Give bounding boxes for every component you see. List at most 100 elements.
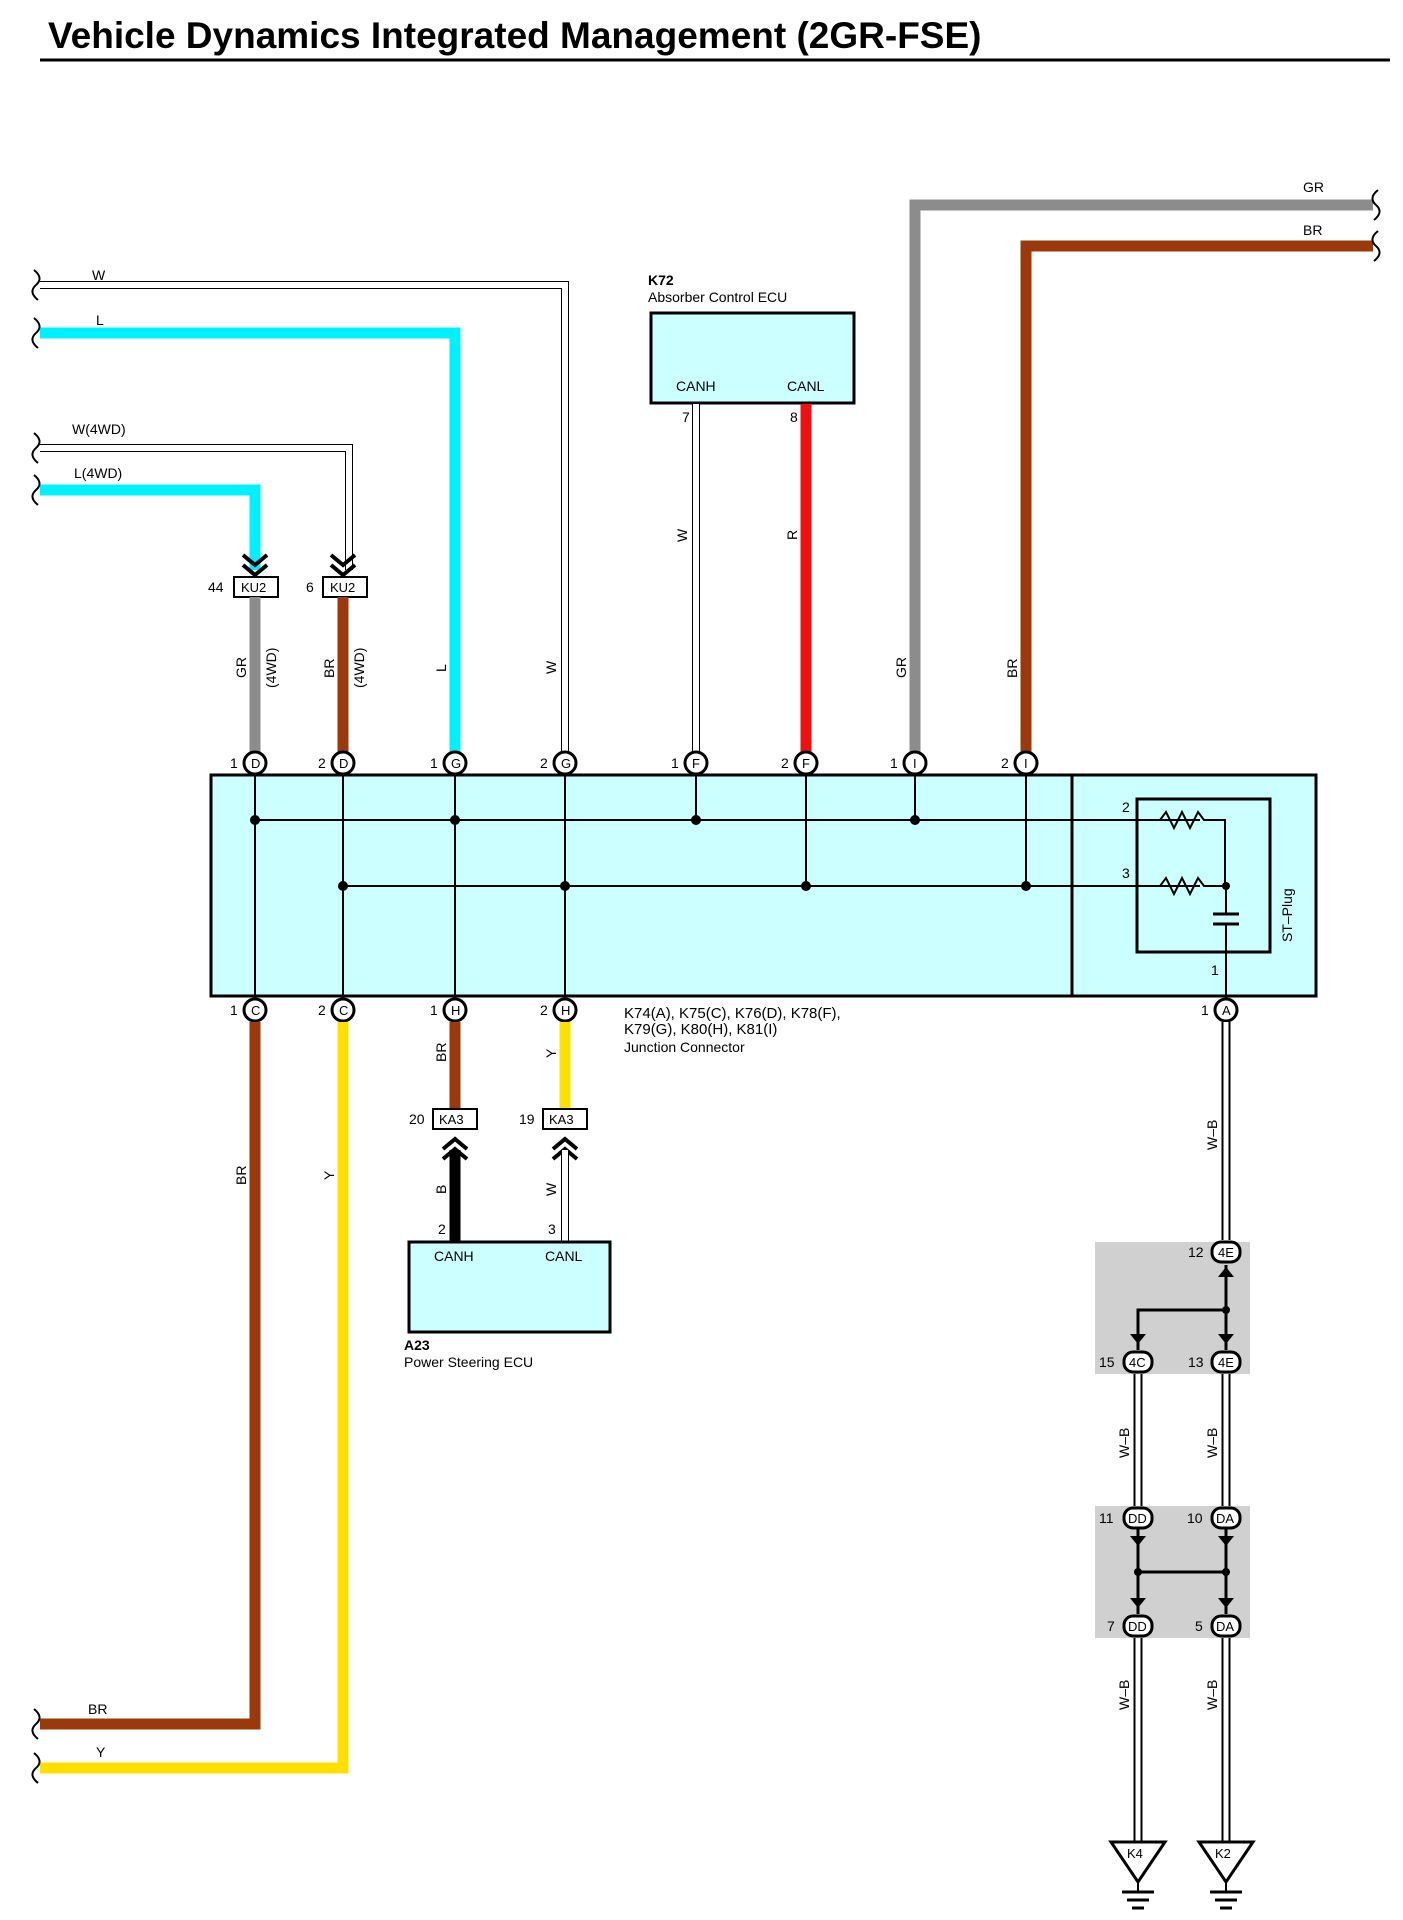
connector-da-5: DA 5	[1195, 1614, 1242, 1638]
wire-label-w: W	[543, 1182, 559, 1196]
svg-text:G: G	[561, 756, 571, 771]
a23-pin2: 2	[438, 1221, 446, 1237]
wire-label-wb: W–B	[1204, 1680, 1220, 1710]
wire-label-4wd: (4WD)	[263, 648, 279, 688]
wire-label-br: BR	[233, 1166, 249, 1185]
input-label-gr: GR	[1303, 179, 1324, 195]
wire-l4wd-input	[40, 484, 261, 570]
a23-ecu-box	[407, 1240, 612, 1334]
svg-text:KU2: KU2	[241, 580, 266, 595]
input-label-br: BR	[1303, 222, 1322, 238]
svg-text:KU2: KU2	[330, 580, 355, 595]
wire-label-w: W	[674, 528, 690, 542]
wire-label-b: B	[433, 1185, 449, 1194]
wire-label-br: BR	[1004, 659, 1020, 678]
bottom-pin-connectors: C1 C2 H1 H2 A1	[230, 997, 1239, 1023]
break-mark	[31, 1752, 41, 1784]
svg-text:DD: DD	[1128, 1619, 1147, 1634]
svg-text:K4: K4	[1127, 1846, 1143, 1861]
svg-text:44: 44	[208, 579, 224, 595]
svg-text:1: 1	[890, 755, 898, 771]
break-mark	[1371, 230, 1381, 262]
junction-dots	[250, 815, 1031, 891]
svg-text:I: I	[1024, 756, 1028, 771]
svg-text:1: 1	[671, 755, 679, 771]
svg-text:1: 1	[230, 755, 238, 771]
svg-text:A: A	[1222, 1003, 1231, 1018]
k72-pin8: 8	[790, 409, 798, 425]
input-label-l: L	[96, 312, 104, 328]
page-title: Vehicle Dynamics Integrated Management (…	[48, 15, 981, 56]
wire-gr-top	[909, 199, 1373, 762]
connector-ka3-19: KA3 19	[519, 1108, 588, 1161]
ground-k4: K4	[1108, 1840, 1168, 1910]
svg-text:DD: DD	[1128, 1511, 1147, 1526]
connector-4e-12: 4E 12	[1188, 1240, 1242, 1264]
wire-label-y: Y	[543, 1048, 559, 1058]
break-mark	[31, 317, 41, 349]
svg-text:2: 2	[318, 755, 326, 771]
wire-w-input	[31, 269, 569, 762]
k72-canl: CANL	[787, 378, 825, 394]
svg-text:I: I	[913, 756, 917, 771]
input-label-l4wd: L(4WD)	[74, 465, 122, 481]
splice-4e-internal	[1130, 1265, 1234, 1350]
junction-caption-name: Junction Connector	[624, 1039, 745, 1055]
svg-text:G: G	[451, 756, 461, 771]
wire-label-w: W	[543, 660, 559, 674]
junction-caption-line1: K74(A), K75(C), K76(D), K78(F),	[624, 1005, 841, 1022]
svg-text:2: 2	[540, 1002, 548, 1018]
wire-l-input	[40, 327, 461, 762]
svg-text:15: 15	[1099, 1354, 1115, 1370]
svg-text:KA3: KA3	[549, 1112, 574, 1127]
connector-4c-15: 4C 15	[1099, 1350, 1154, 1374]
connector-ku2-6: KU2 6	[306, 553, 368, 598]
input-label-w: W	[92, 267, 106, 283]
input-label-br-bottom: BR	[88, 1701, 107, 1717]
wire-label-gr: GR	[233, 657, 249, 678]
wire-label-wb: W–B	[1116, 1680, 1132, 1710]
k72-name: Absorber Control ECU	[648, 289, 787, 305]
a23-canl: CANL	[545, 1248, 583, 1264]
svg-text:1: 1	[1201, 1002, 1209, 1018]
svg-text:10: 10	[1187, 1510, 1203, 1526]
svg-text:C: C	[339, 1003, 348, 1018]
st-plug: 2 3 1 ST–Plug	[1122, 797, 1295, 1010]
wire-label-wb: W–B	[1204, 1428, 1220, 1458]
connector-ku2-44: KU2 44	[208, 553, 279, 598]
top-pin-connectors: D1 D2 G1 G2 F1 F2 I1 I2	[230, 750, 1039, 776]
wire-label-wb: W–B	[1116, 1428, 1132, 1458]
svg-text:3: 3	[1122, 865, 1130, 881]
svg-text:2: 2	[1001, 755, 1009, 771]
junction-caption-line2: K79(G), K80(H), K81(I)	[624, 1021, 777, 1038]
connector-dd-7: DD 7	[1107, 1614, 1154, 1638]
k72-id: K72	[648, 272, 674, 288]
input-label-w4wd: W(4WD)	[72, 421, 126, 437]
wire-label-br: BR	[321, 659, 337, 678]
svg-text:2: 2	[1122, 799, 1130, 815]
break-mark	[31, 474, 41, 506]
k72-pin7: 7	[682, 409, 690, 425]
svg-text:D: D	[251, 756, 260, 771]
break-mark	[1371, 189, 1381, 221]
svg-text:K2: K2	[1215, 1846, 1231, 1861]
svg-text:KA3: KA3	[439, 1112, 464, 1127]
connector-da-10: DA 10	[1187, 1506, 1242, 1530]
wire-br-top	[1020, 240, 1373, 762]
svg-text:F: F	[692, 756, 700, 771]
svg-text:2: 2	[540, 755, 548, 771]
connector-dd-11: DD 11	[1099, 1506, 1154, 1530]
svg-text:20: 20	[409, 1111, 425, 1127]
svg-text:C: C	[251, 1003, 260, 1018]
svg-text:2: 2	[781, 755, 789, 771]
svg-text:DA: DA	[1216, 1511, 1234, 1526]
input-label-y-bottom: Y	[96, 1744, 106, 1760]
svg-text:4C: 4C	[1129, 1355, 1146, 1370]
a23-canh: CANH	[434, 1248, 474, 1264]
svg-text:H: H	[561, 1003, 570, 1018]
wire-br-bottom	[40, 1022, 261, 1730]
wire-label-gr: GR	[893, 657, 909, 678]
connector-4e-13: 4E 13	[1188, 1350, 1242, 1374]
svg-text:2: 2	[318, 1002, 326, 1018]
wire-label-4wd: (4WD)	[351, 648, 367, 688]
